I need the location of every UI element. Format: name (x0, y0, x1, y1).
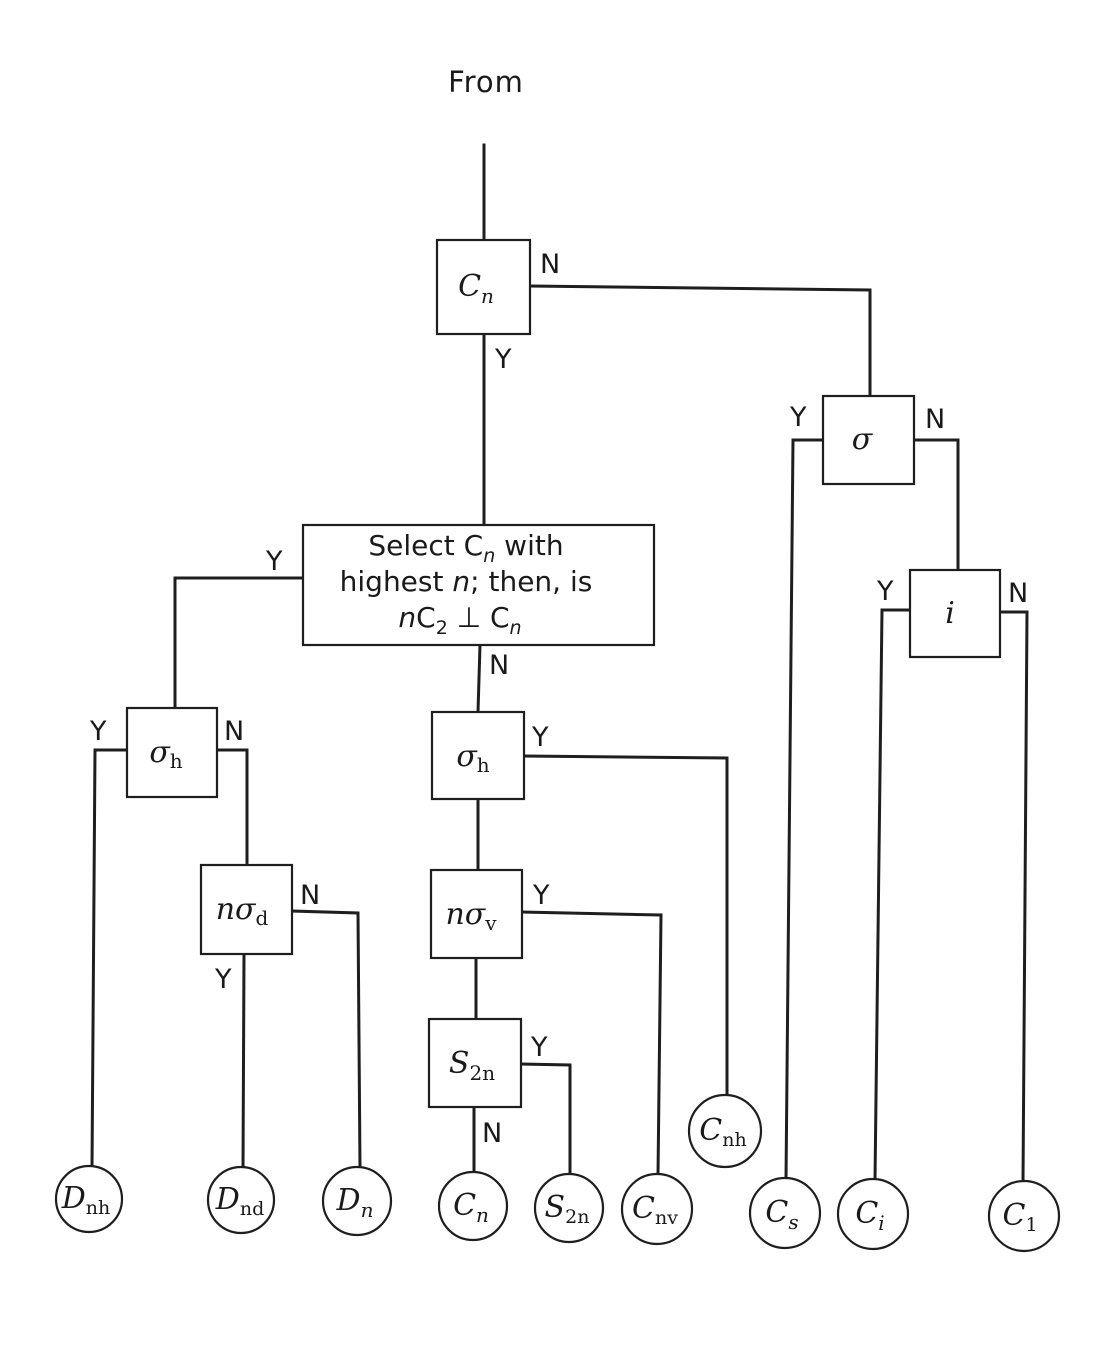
branch-labels: N Y Y N Y N Y N Y N Y N Y Y Y N (89, 249, 1028, 1149)
result-cnh: Cnh (687, 1093, 763, 1169)
svg-text:nσd: nσd (216, 892, 269, 930)
connectors (90, 143, 1029, 1184)
svg-text:Select Cn with: Select Cn with (368, 529, 563, 567)
result-dnh: Dnh (54, 1164, 124, 1234)
svg-text:Cn: Cn (453, 1188, 489, 1227)
decision-inversion: i (908, 568, 1002, 659)
result-c1: C1 (987, 1179, 1061, 1253)
svg-text:Cn: Cn (458, 269, 494, 308)
decision-sigma-h-left: σh (125, 706, 219, 799)
svg-text:Cnv: Cnv (632, 1191, 678, 1229)
svg-text:Cnh: Cnh (699, 1113, 746, 1151)
n-sigma-d-yes-label: Y (214, 964, 232, 995)
n-sigma-v-yes-label: Y (532, 880, 550, 911)
inv-no-label: N (1008, 578, 1028, 609)
svg-text:σh: σh (149, 735, 182, 773)
result-cn: Cn (437, 1170, 509, 1242)
svg-text:σ: σ (852, 422, 874, 457)
decision-n-sigma-d: nσd (199, 863, 294, 956)
svg-text:Dnd: Dnd (215, 1182, 264, 1220)
cn-no-label: N (540, 249, 560, 280)
svg-text:σh: σh (456, 739, 489, 777)
result-cs: Cs (748, 1176, 822, 1250)
svg-text:S2n: S2n (545, 1190, 590, 1228)
svg-text:S2n: S2n (449, 1046, 495, 1085)
svg-text:nC2 ⊥ Cn: nC2 ⊥ Cn (398, 601, 521, 639)
svg-text:Dnh: Dnh (61, 1181, 111, 1219)
sigma-yes-label: Y (789, 402, 807, 433)
sigma-h-left-yes-label: Y (89, 716, 107, 747)
svg-text:i: i (945, 596, 955, 631)
svg-text:C1: C1 (1002, 1198, 1037, 1236)
cn-yes-label: Y (494, 344, 512, 375)
svg-text:nσv: nσv (445, 897, 497, 935)
result-s2n: S2n (533, 1172, 605, 1244)
decision-sigma: σ (821, 394, 916, 486)
svg-text:Dn: Dn (336, 1183, 374, 1222)
result-dn: Dn (321, 1165, 393, 1237)
sigma-h-right-yes-label: Y (531, 722, 549, 753)
svg-text:Ci: Ci (855, 1196, 884, 1235)
select-no-label: N (489, 650, 509, 681)
decision-s2n: S2n (427, 1017, 523, 1109)
s2n-no-label: N (482, 1118, 502, 1149)
decision-sigma-h-right: σh (430, 710, 526, 801)
sigma-no-label: N (925, 404, 945, 435)
result-ci: Ci (836, 1177, 910, 1251)
decision-n-sigma-v: nσv (429, 868, 524, 960)
svg-text:highest n; then, is: highest n; then, is (340, 565, 593, 598)
svg-text:Cs: Cs (765, 1195, 798, 1234)
sigma-h-left-no-label: N (224, 716, 244, 747)
heading: From (448, 65, 524, 99)
result-cnv: Cnv (620, 1172, 694, 1246)
decision-cn: Cn (435, 238, 532, 336)
n-sigma-d-no-label: N (300, 880, 320, 911)
s2n-yes-label: Y (530, 1032, 548, 1063)
result-dnd: Dnd (206, 1165, 276, 1235)
select-yes-label: Y (265, 546, 283, 577)
inv-yes-label: Y (876, 576, 894, 607)
decision-select-cn: Select Cn with highest n; then, is nC2 ⊥… (301, 523, 656, 647)
